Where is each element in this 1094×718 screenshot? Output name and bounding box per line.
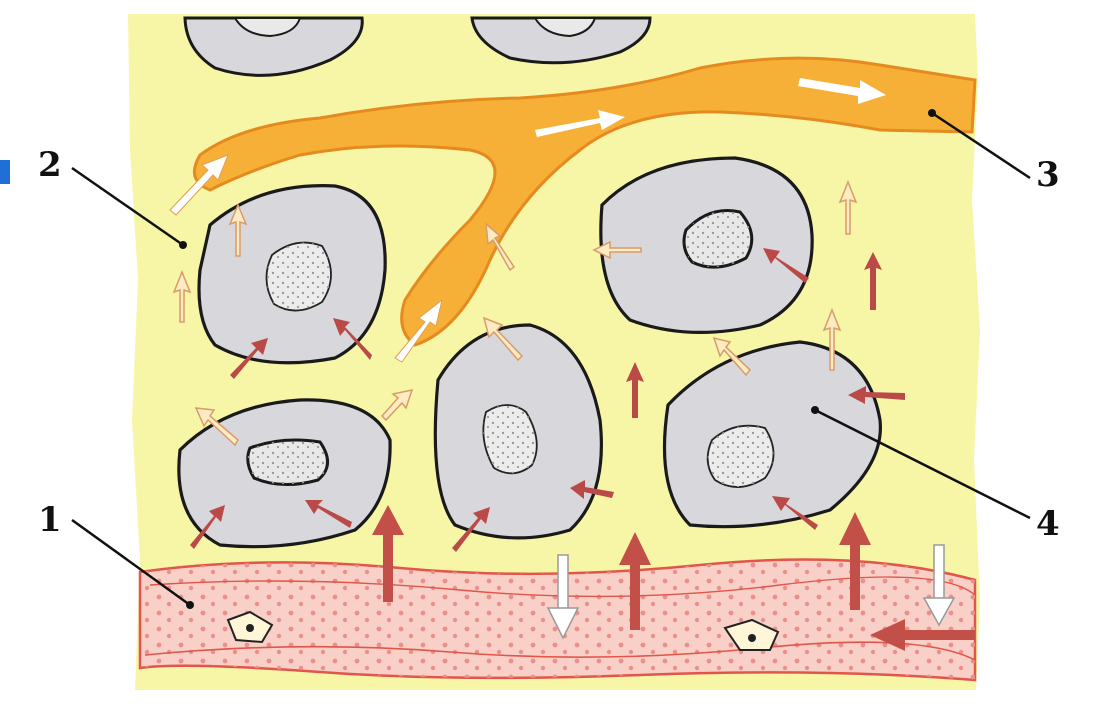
blood-cell-nucleus bbox=[748, 634, 756, 642]
leader-dot-1 bbox=[186, 601, 194, 609]
nucleus-dots bbox=[248, 440, 328, 485]
label-1: 1 bbox=[38, 503, 62, 537]
leader-dot-4 bbox=[811, 406, 819, 414]
leader-dot-2 bbox=[179, 241, 187, 249]
label-4: 4 bbox=[1036, 507, 1060, 541]
leader-dot-3 bbox=[928, 109, 936, 117]
nucleus-dots bbox=[266, 243, 331, 311]
label-3: 3 bbox=[1036, 158, 1060, 192]
label-2: 2 bbox=[38, 148, 62, 182]
blood-cell-nucleus bbox=[246, 624, 254, 632]
